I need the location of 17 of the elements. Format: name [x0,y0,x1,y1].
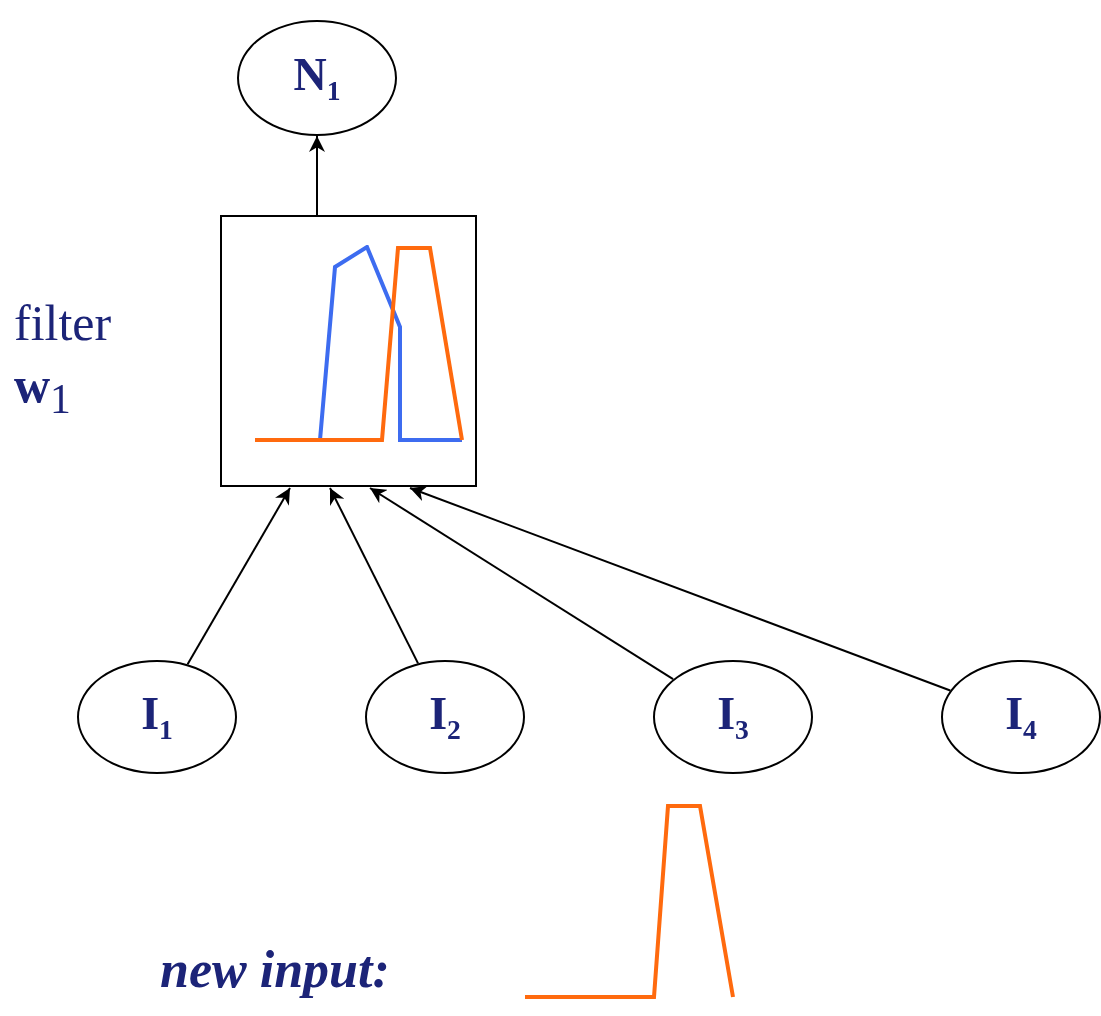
arrow [309,135,325,216]
neuron-circle [941,660,1101,774]
node-label: I$_{4}$ [1005,687,1037,747]
arrow [409,486,952,692]
neuron-circle [237,20,397,136]
caption-text: new input: [160,940,390,999]
neuron-circle [365,660,525,774]
node-label: N$_{1}$ [293,48,341,108]
arrow [329,487,420,665]
node-label: I$_{2}$ [429,687,461,747]
arrow [369,487,675,681]
node-label: I$_{1}$ [141,687,173,747]
neuron-circle [77,660,237,774]
filter-label: filter w$_{1}$ [14,294,113,424]
node-label: I$_{3}$ [717,687,749,747]
neuron-circle [653,660,813,774]
arrow [186,487,291,666]
